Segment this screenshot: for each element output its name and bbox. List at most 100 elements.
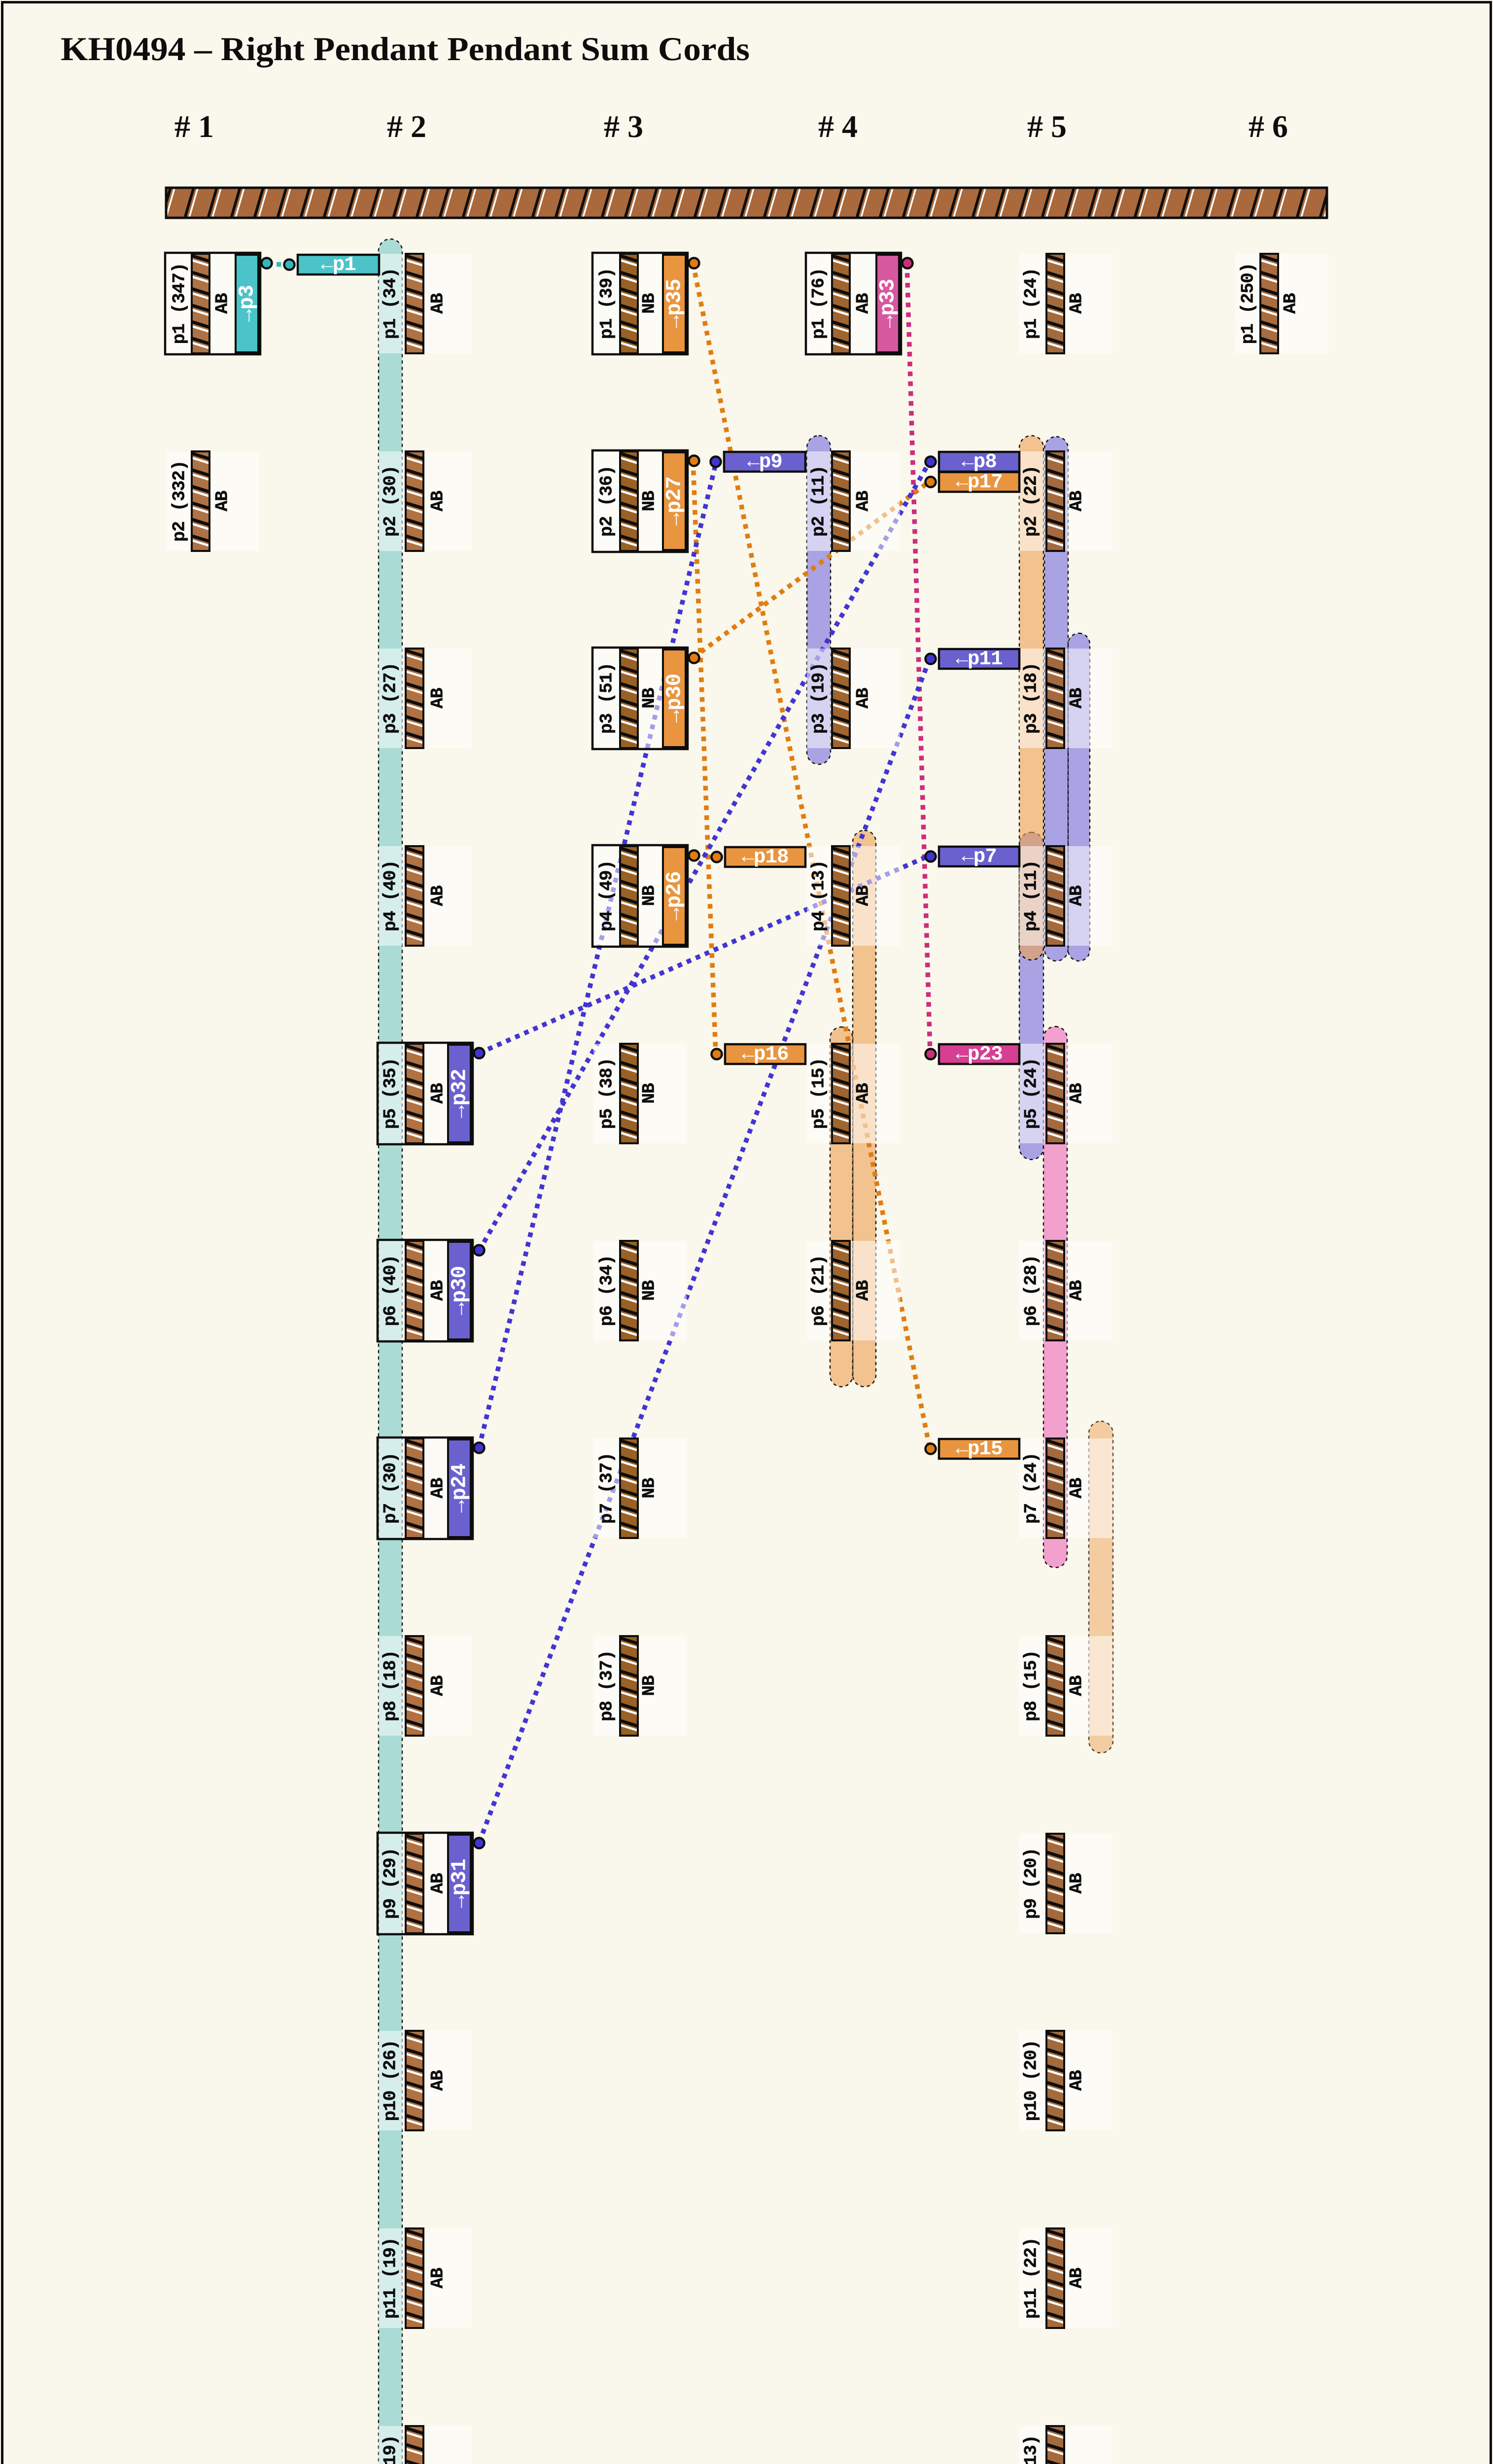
svg-text:p1 (34): p1 (34): [381, 268, 401, 339]
svg-text:p5 (38): p5 (38): [597, 1058, 617, 1129]
svg-text:# 5: # 5: [1027, 109, 1067, 144]
svg-text:p8 (18): p8 (18): [381, 1650, 401, 1721]
svg-text:p4 (11): p4 (11): [1021, 860, 1042, 931]
svg-text:p7 (37): p7 (37): [597, 1453, 617, 1524]
svg-text:AB: AB: [1067, 2070, 1087, 2091]
svg-text:p9 (20): p9 (20): [1021, 1848, 1042, 1919]
svg-text:p11 (19): p11 (19): [381, 2238, 401, 2319]
svg-text:p8 (15): p8 (15): [1021, 1650, 1042, 1721]
svg-text:NB: NB: [639, 1280, 660, 1301]
svg-text:p6 (21): p6 (21): [809, 1255, 829, 1326]
svg-text:AB: AB: [428, 688, 448, 709]
svg-text:p1 (24): p1 (24): [1021, 268, 1042, 339]
svg-text:p3 (51): p3 (51): [597, 663, 617, 734]
svg-text:NB: NB: [639, 688, 660, 709]
svg-text:→p32: →p32: [448, 1069, 472, 1118]
svg-text:p2 (332): p2 (332): [170, 461, 190, 542]
svg-text:←p7: ←p7: [962, 846, 997, 868]
svg-text:←p11: ←p11: [956, 648, 1002, 671]
svg-text:AB: AB: [428, 491, 448, 512]
svg-text:←p18: ←p18: [742, 846, 788, 869]
svg-text:p5 (15): p5 (15): [809, 1058, 829, 1129]
svg-text:p5 (24): p5 (24): [1021, 1058, 1042, 1129]
svg-text:NB: NB: [639, 886, 660, 906]
svg-text:AB: AB: [212, 491, 233, 512]
svg-text:AB: AB: [853, 886, 873, 906]
svg-text:AB: AB: [428, 886, 448, 906]
svg-text:p11 (22): p11 (22): [1021, 2238, 1042, 2319]
svg-text:→p30: →p30: [662, 674, 687, 722]
svg-text:AB: AB: [428, 1280, 448, 1301]
svg-text:→p35: →p35: [662, 279, 687, 328]
svg-text:p9 (29): p9 (29): [381, 1848, 401, 1919]
svg-text:AB: AB: [853, 1083, 873, 1104]
svg-text:AB: AB: [1281, 293, 1301, 314]
svg-text:p8 (37): p8 (37): [597, 1650, 617, 1721]
svg-text:p1 (39): p1 (39): [597, 268, 617, 339]
svg-text:p10 (20): p10 (20): [1021, 2040, 1042, 2122]
svg-text:NB: NB: [639, 293, 660, 314]
svg-text:→p31: →p31: [448, 1859, 472, 1908]
svg-text:p5 (35): p5 (35): [381, 1058, 401, 1129]
svg-text:p6 (34): p6 (34): [597, 1255, 617, 1326]
svg-text:p12 (13): p12 (13): [1021, 2435, 1042, 2464]
svg-text:AB: AB: [428, 293, 448, 314]
svg-text:←p23: ←p23: [956, 1043, 1002, 1066]
svg-text:→p26: →p26: [662, 871, 687, 920]
svg-text:KH0494 – Right Pendant Pendant: KH0494 – Right Pendant Pendant Sum Cords: [61, 30, 750, 68]
svg-text:p4 (40): p4 (40): [381, 860, 401, 931]
svg-text:p7 (30): p7 (30): [381, 1453, 401, 1524]
svg-text:→p27: →p27: [662, 477, 687, 525]
svg-text:# 4: # 4: [818, 109, 858, 144]
svg-text:→p24: →p24: [448, 1464, 472, 1512]
svg-text:p7 (24): p7 (24): [1021, 1453, 1042, 1524]
svg-text:AB: AB: [428, 1676, 448, 1696]
svg-text:AB: AB: [428, 1083, 448, 1104]
svg-text:AB: AB: [428, 2070, 448, 2091]
svg-text:p4 (13): p4 (13): [809, 860, 829, 931]
svg-text:p6 (28): p6 (28): [1021, 1255, 1042, 1326]
svg-text:AB: AB: [1067, 688, 1087, 709]
svg-text:# 3: # 3: [604, 109, 643, 144]
svg-text:AB: AB: [1067, 491, 1087, 512]
svg-text:p2 (11): p2 (11): [809, 466, 829, 537]
svg-text:AB: AB: [428, 2268, 448, 2289]
svg-text:p6 (40): p6 (40): [381, 1255, 401, 1326]
svg-text:p12 (19): p12 (19): [381, 2435, 401, 2464]
svg-text:AB: AB: [428, 1873, 448, 1894]
svg-text:AB: AB: [853, 293, 873, 314]
svg-text:# 6: # 6: [1249, 109, 1288, 144]
svg-text:←p1: ←p1: [321, 254, 356, 276]
svg-text:→p33: →p33: [876, 279, 900, 328]
svg-text:p10 (26): p10 (26): [381, 2040, 401, 2122]
svg-text:p2 (36): p2 (36): [597, 466, 617, 537]
svg-text:AB: AB: [428, 1478, 448, 1499]
svg-text:AB: AB: [853, 688, 873, 709]
svg-text:NB: NB: [639, 1083, 660, 1104]
svg-text:AB: AB: [1067, 1676, 1087, 1696]
svg-text:←p17: ←p17: [956, 471, 1002, 494]
svg-text:p2 (22): p2 (22): [1021, 466, 1042, 537]
svg-text:p2 (30): p2 (30): [381, 466, 401, 537]
svg-text:←p8: ←p8: [962, 451, 997, 474]
svg-text:AB: AB: [853, 491, 873, 512]
svg-text:NB: NB: [639, 491, 660, 512]
svg-text:AB: AB: [1067, 886, 1087, 906]
svg-text:p1 (250): p1 (250): [1238, 263, 1258, 344]
svg-text:# 2: # 2: [387, 109, 426, 144]
svg-text:←p9: ←p9: [747, 451, 782, 474]
svg-text:AB: AB: [212, 293, 233, 314]
svg-text:←p16: ←p16: [742, 1043, 788, 1066]
svg-text:p1 (76): p1 (76): [809, 268, 829, 339]
svg-text:p3 (18): p3 (18): [1021, 663, 1042, 734]
svg-text:p4 (49): p4 (49): [597, 860, 617, 931]
svg-text:AB: AB: [853, 1280, 873, 1301]
svg-text:AB: AB: [1067, 1873, 1087, 1894]
svg-text:→p30: →p30: [448, 1266, 472, 1315]
svg-text:p3 (27): p3 (27): [381, 663, 401, 734]
svg-text:NB: NB: [639, 1478, 660, 1499]
svg-text:→p3: →p3: [235, 285, 259, 322]
svg-text:AB: AB: [1067, 1478, 1087, 1499]
svg-text:p1 (347): p1 (347): [170, 263, 190, 344]
svg-text:AB: AB: [1067, 1280, 1087, 1301]
